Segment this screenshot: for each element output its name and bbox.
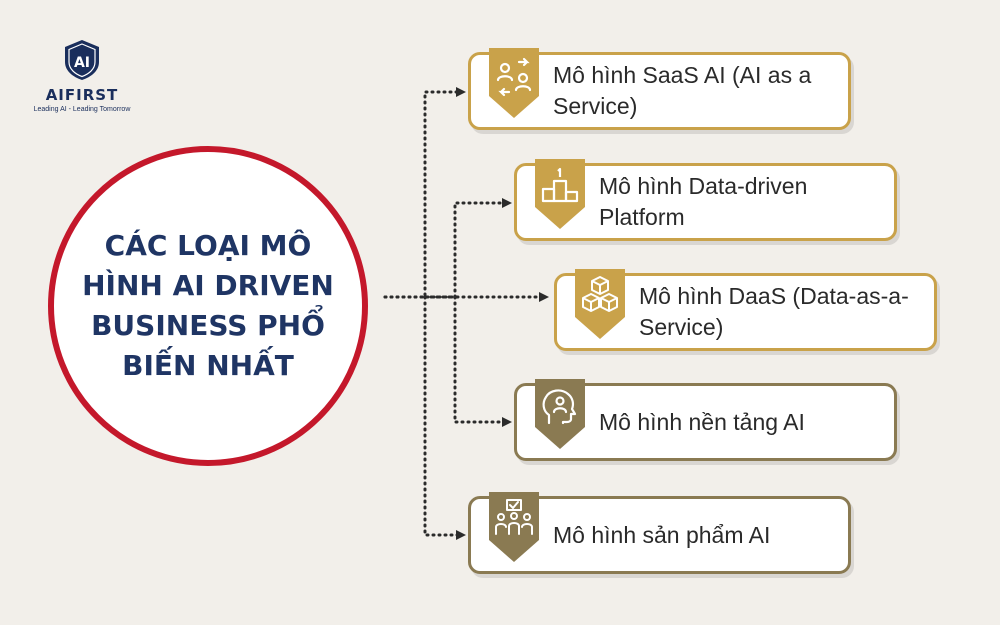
head-user-icon [535,379,585,449]
team-approval-icon [489,492,539,562]
brand-tagline: Leading AI - Leading Tomorrow [33,106,131,113]
user-exchange-icon [489,48,539,118]
connector-1 [383,87,466,299]
cubes-icon [575,269,625,339]
connector-2 [423,198,512,299]
model-card-daas: Mô hình DaaS (Data-as-a-Service) [554,269,937,351]
brand-name: AIFIRST [45,86,119,104]
model-label: Mô hình SaaS AI (AI as a Service) [553,62,812,119]
model-card-ai-product: Mô hình sản phẩm AI [468,492,851,574]
connector-5 [423,295,466,540]
brand-logo: AI AIFIRST Leading AI - Leading Tomorrow [22,38,142,113]
center-circle: CÁC LOẠI MÔ HÌNH AI DRIVEN BUSINESS PHỔ … [48,146,368,466]
model-card-saas-ai: Mô hình SaaS AI (AI as a Service) [468,48,851,130]
model-label: Mô hình nền tảng AI [599,408,805,435]
shield-logo-icon: AI [65,40,99,80]
model-label: Mô hình Data-driven Platform [599,173,808,230]
podium-icon [535,159,585,229]
logo-mark: AI [74,55,90,71]
model-card-data-driven-platform: Mô hình Data-driven Platform [514,159,897,241]
model-label: Mô hình sản phẩm AI [553,521,771,548]
model-card-ai-platform: Mô hình nền tảng AI [514,379,897,461]
center-title: CÁC LOẠI MÔ HÌNH AI DRIVEN BUSINESS PHỔ … [82,229,334,382]
connector-4 [453,295,512,427]
model-label: Mô hình DaaS (Data-as-a-Service) [639,283,909,340]
